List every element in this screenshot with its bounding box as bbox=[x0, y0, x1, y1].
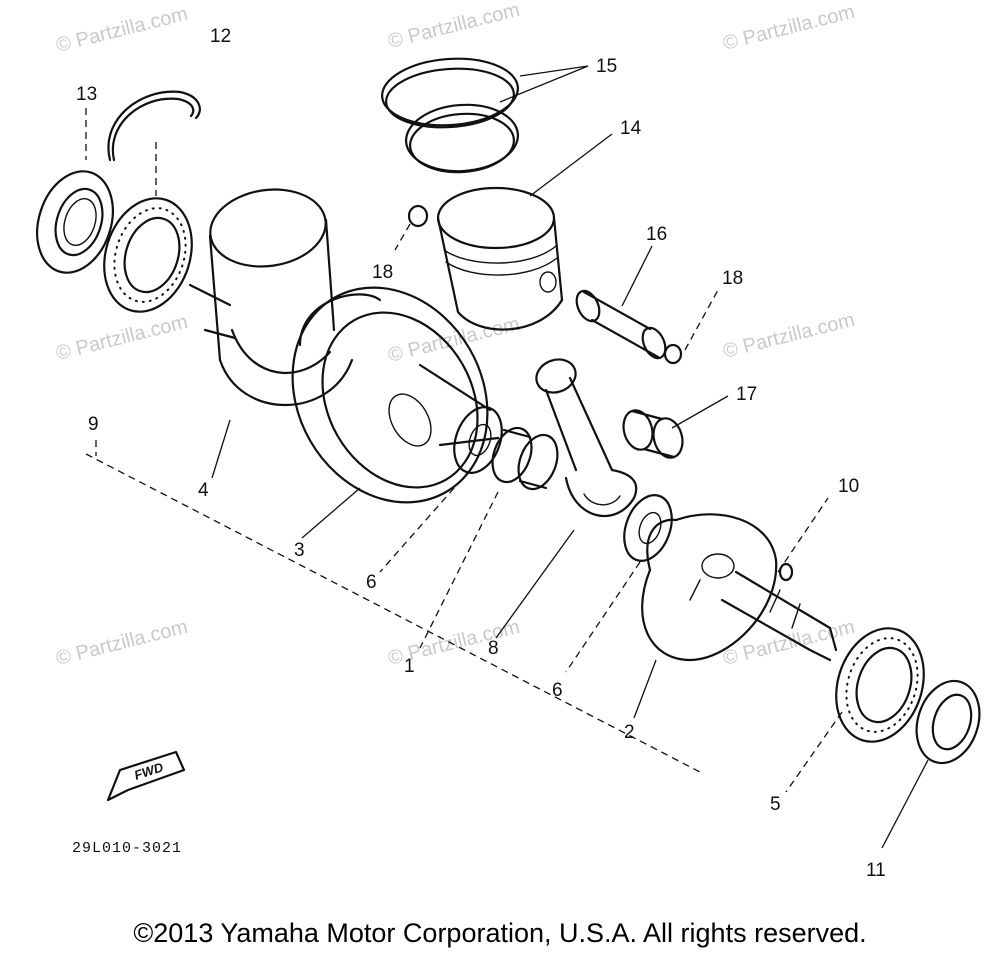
part-connecting-rod-8 bbox=[535, 358, 638, 517]
part-right-shaft bbox=[720, 570, 838, 662]
part-key-10 bbox=[778, 562, 794, 582]
part-oil-seal-13 bbox=[36, 170, 114, 274]
watermark: © Partzilla.com bbox=[721, 309, 857, 363]
fwd-arrow: FWD bbox=[106, 750, 186, 802]
callout-label: 15 bbox=[596, 56, 617, 77]
part-left-bearing bbox=[103, 197, 193, 313]
callout-label: 3 bbox=[294, 540, 305, 561]
callout-labels: 1 2 3 4 5 6 6 8 9 10 11 12 13 14 15 16 1… bbox=[76, 26, 886, 881]
callout-label: 13 bbox=[76, 84, 97, 105]
callout-label: 16 bbox=[646, 224, 667, 245]
callout-label: 8 bbox=[488, 638, 499, 659]
callout-label: 4 bbox=[198, 480, 209, 501]
part-piston-14 bbox=[436, 186, 564, 331]
part-needle-bearing bbox=[491, 426, 559, 491]
watermark: © Partzilla.com bbox=[54, 616, 190, 670]
part-crank-web-3 bbox=[291, 286, 489, 504]
callout-label: 12 bbox=[210, 26, 231, 47]
part-circlip-12 bbox=[107, 90, 201, 162]
callout-label: 14 bbox=[620, 118, 642, 139]
part-crank-web-2 bbox=[641, 513, 778, 662]
part-right-bearing-5 bbox=[835, 627, 925, 743]
callout-label: 11 bbox=[866, 860, 886, 881]
callout-label: 2 bbox=[624, 722, 635, 743]
callout-label: 6 bbox=[366, 572, 377, 593]
watermark: © Partzilla.com bbox=[386, 313, 522, 367]
part-crank-web-4 bbox=[208, 188, 354, 406]
watermarks: © Partzilla.com © Partzilla.com © Partzi… bbox=[54, 0, 857, 670]
leader-lines bbox=[85, 65, 929, 849]
callout-label: 5 bbox=[770, 794, 781, 815]
part-oil-seal-11 bbox=[915, 679, 981, 765]
watermark: © Partzilla.com bbox=[721, 1, 857, 55]
callout-label: 9 bbox=[88, 414, 99, 435]
callout-label: 17 bbox=[736, 384, 757, 405]
diagram-code: 29L010-3021 bbox=[72, 840, 182, 857]
watermark: © Partzilla.com bbox=[721, 616, 857, 670]
callout-label: 18 bbox=[372, 262, 393, 283]
callout-label: 10 bbox=[838, 476, 859, 497]
watermark: © Partzilla.com bbox=[386, 0, 522, 53]
part-left-shaft bbox=[188, 283, 237, 340]
callout-label: 18 bbox=[722, 268, 743, 289]
watermark: © Partzilla.com bbox=[54, 311, 190, 365]
callout-label: 1 bbox=[404, 656, 415, 677]
part-piston-pin-16 bbox=[575, 289, 667, 360]
part-washer-6-right bbox=[623, 494, 673, 562]
callout-label: 6 bbox=[552, 680, 563, 701]
part-washer-6-left bbox=[453, 406, 503, 474]
part-piston-rings-15 bbox=[381, 57, 520, 174]
copyright-notice: ©2013 Yamaha Motor Corporation, U.S.A. A… bbox=[133, 918, 867, 948]
part-small-end-bearing-17 bbox=[622, 409, 684, 459]
watermark: © Partzilla.com bbox=[54, 3, 190, 57]
crankshaft-piston-exploded-diagram: © Partzilla.com © Partzilla.com © Partzi… bbox=[36, 0, 981, 881]
